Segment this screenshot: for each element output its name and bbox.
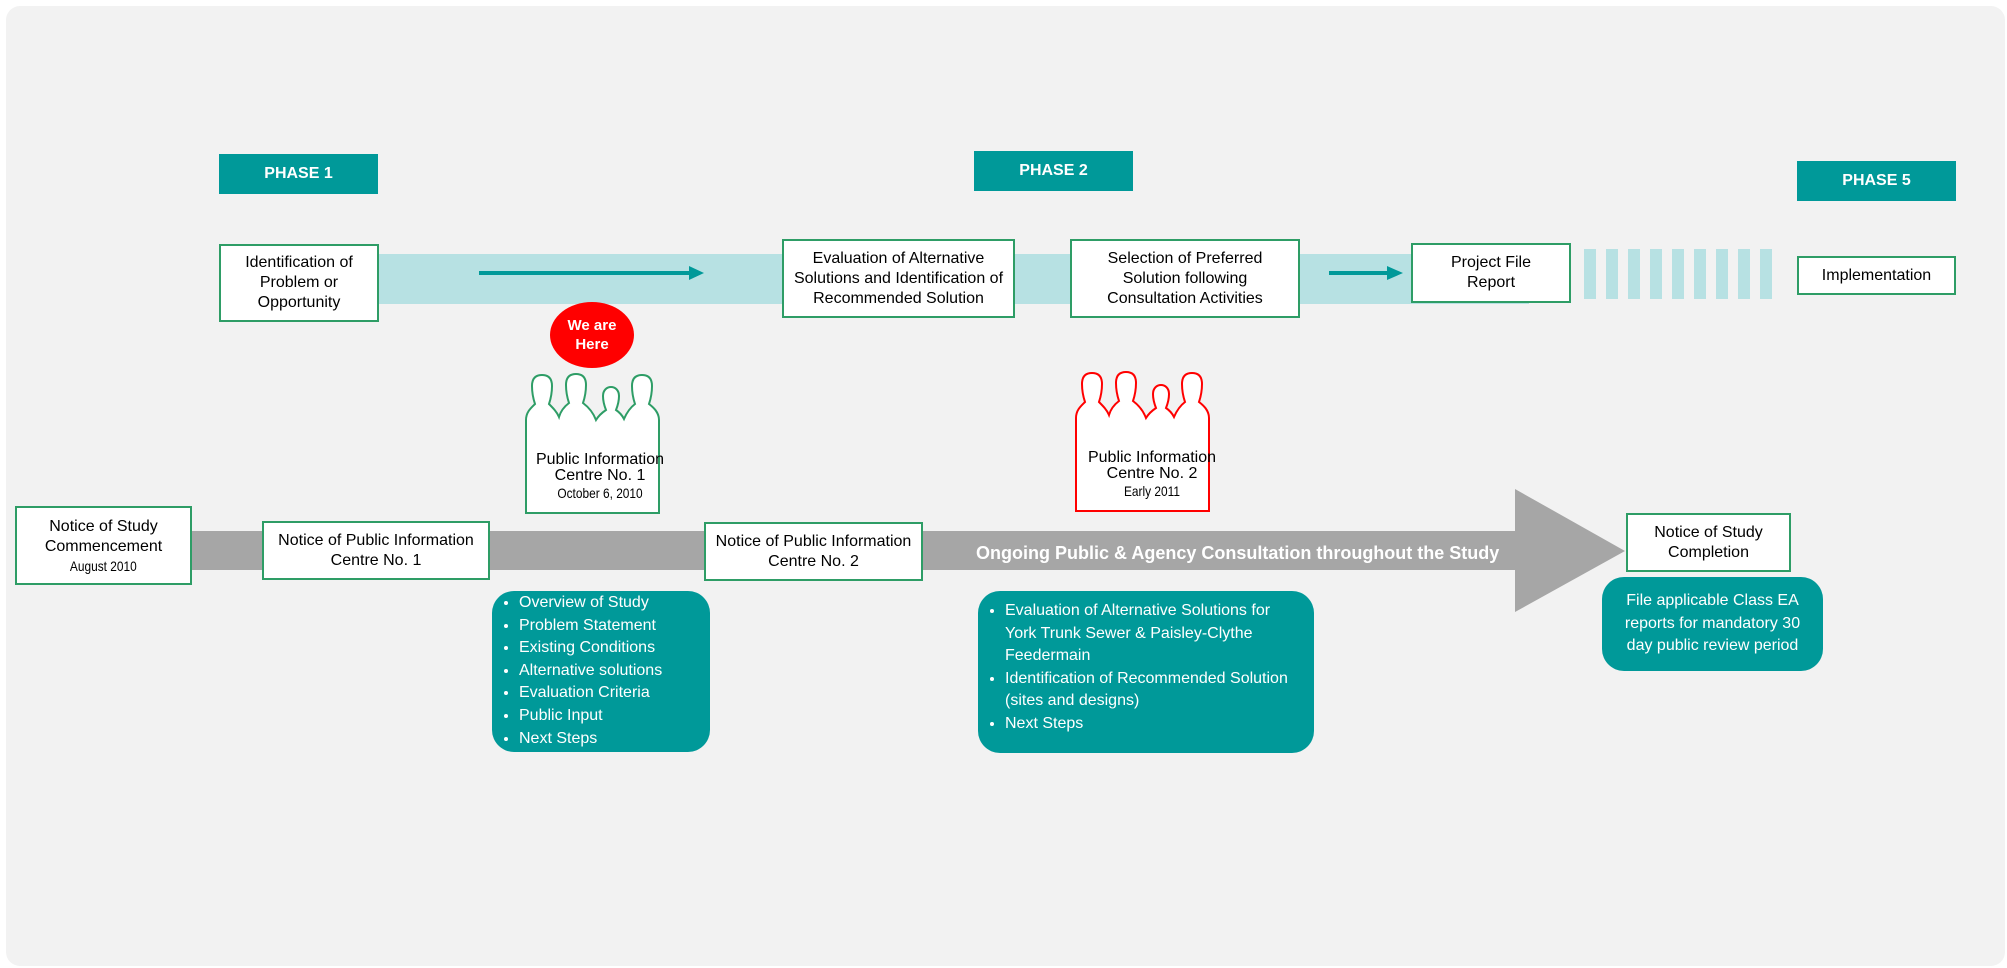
identify-problem-label: Identification of Problem or Opportunity [245,254,353,311]
notice-pic-1-box: Notice of Public Information Centre No. … [262,521,490,580]
marker-line-2: Here [575,336,609,353]
phase-5-label: PHASE 5 [1842,172,1911,189]
phase-5-tag: PHASE 5 [1797,161,1956,201]
continuation-stripes [1584,249,1772,299]
pic-2-people-icon [1075,370,1210,512]
notice-pic-2-box: Notice of Public Information Centre No. … [704,522,923,581]
pic-1-topic: Overview of Study [519,592,710,615]
commencement-title: Notice of Study Commencement [44,517,163,555]
notice-study-completion-box: Notice of Study Completion [1626,513,1791,572]
progress-arrow-1 [479,266,704,280]
commencement-date: August 2010 [70,557,137,574]
pic-1-topic: Existing Conditions [519,637,710,660]
pic-1-date: October 6, 2010 [557,485,643,501]
phase-1-tag: PHASE 1 [219,154,378,194]
implementation-label: Implementation [1821,266,1932,284]
pic-1-caption: Public Information Centre No. 1 October … [520,452,680,503]
pic-2-topic: Evaluation of Alternative Solutions for … [1005,600,1298,668]
pic-2-title-line-2: Centre No. 2 [1106,465,1198,482]
notice-pic-1-label: Notice of Public Information Centre No. … [278,531,474,569]
consultation-banner: Ongoing Public & Agency Consultation thr… [976,543,1500,563]
pic-1-title-line-2: Centre No. 1 [554,467,646,484]
pic-1-topic: Next Steps [519,728,710,751]
pic-2-title-line-1: Public Information [1087,449,1217,466]
select-preferred-box: Selection of Preferred Solution followin… [1070,239,1300,318]
phase-2-tag: PHASE 2 [974,151,1133,191]
we-are-here-marker: We are Here [550,302,634,368]
pic-2-date: Early 2011 [1123,483,1181,499]
project-file-label: Project File Report [1450,254,1532,291]
completion-note-text: File applicable Class EA reports for man… [1624,592,1801,655]
pic-2-topics-list: Evaluation of Alternative Solutions for … [978,600,1298,736]
diagram-canvas: PHASE 1 PHASE 2 PHASE 5 Identification o… [6,6,2005,966]
identify-problem-box: Identification of Problem or Opportunity [219,244,379,322]
pic-2-caption: Public Information Centre No. 2 Early 20… [1072,450,1232,501]
pic-1-title-line-1: Public Information [535,451,665,468]
pic-1-topics-list: Overview of Study Problem Statement Exis… [492,592,710,750]
notice-pic-2-label: Notice of Public Information Centre No. … [715,532,912,570]
pic-1-people-icon [525,372,660,514]
pic-2-topics-panel: Evaluation of Alternative Solutions for … [978,591,1314,753]
pic-1-topic: Evaluation Criteria [519,682,710,705]
progress-arrow-2 [1329,266,1403,280]
notice-study-commencement-box: Notice of Study Commencement August 2010 [15,506,192,585]
evaluate-alternatives-label: Evaluation of Alternative Solutions and … [793,249,1004,307]
pic-2-topic: Next Steps [1005,713,1298,736]
select-preferred-label: Selection of Preferred Solution followin… [1107,249,1263,307]
phase-2-label: PHASE 2 [1019,162,1088,179]
completion-label: Notice of Study Completion [1654,523,1763,561]
evaluate-alternatives-box: Evaluation of Alternative Solutions and … [782,239,1015,318]
marker-line-1: We are [567,317,617,334]
pic-2-topic: Identification of Recommended Solution (… [1005,668,1298,713]
pic-1-topic: Problem Statement [519,615,710,638]
completion-note-panel: File applicable Class EA reports for man… [1602,577,1823,671]
implementation-box: Implementation [1797,256,1956,295]
pic-1-topics-panel: Overview of Study Problem Statement Exis… [492,591,710,752]
phase-1-label: PHASE 1 [264,165,333,182]
pic-1-topic: Alternative solutions [519,660,710,683]
project-file-box: Project File Report [1411,243,1571,303]
pic-1-topic: Public Input [519,705,710,728]
